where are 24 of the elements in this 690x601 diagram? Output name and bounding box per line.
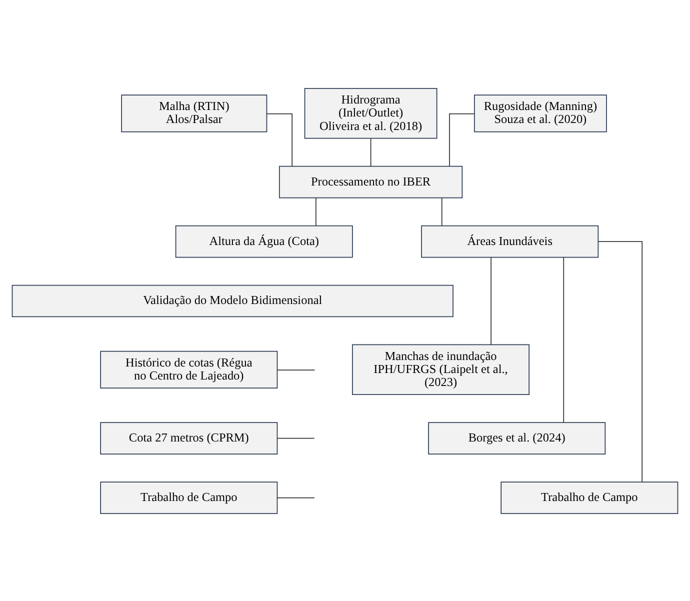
connector	[276, 369, 316, 370]
node-box: Histórico de cotas (Régua no Centro de Lajeado)	[100, 350, 278, 388]
connector	[563, 256, 564, 422]
node-box: Trabalho de Campo	[500, 481, 678, 514]
connector	[276, 437, 315, 438]
connector	[449, 112, 475, 166]
connector	[598, 240, 643, 482]
node-box: Malha (RTIN) Alos/Palsar	[121, 94, 268, 132]
connector	[276, 496, 315, 498]
node-box: Validação do Modelo Bidimensional	[12, 284, 454, 317]
node-box: Processamento no IBER	[278, 165, 463, 198]
connector	[441, 197, 442, 226]
node-box: Hidrograma (Inlet/Outlet) Oliveira et al. (2018)	[304, 88, 438, 138]
node-box: Borges et al. (2024)	[428, 422, 606, 454]
node-box: Cota 27 metros (CPRM)	[100, 422, 278, 454]
connector	[266, 112, 293, 166]
node-box: Manchas de inundação IPH/UFRGS (Laipelt et al., (2023)	[352, 344, 530, 394]
connector	[315, 197, 316, 226]
connector	[370, 138, 372, 166]
node-box: Altura da Água (Cota)	[175, 224, 353, 258]
connector	[490, 256, 492, 345]
node-box: Trabalho de Campo	[100, 481, 278, 514]
node-box: Rugosidade (Manning) Souza et al. (2020)	[474, 94, 607, 132]
node-box: Áreas Inundáveis	[421, 224, 599, 258]
